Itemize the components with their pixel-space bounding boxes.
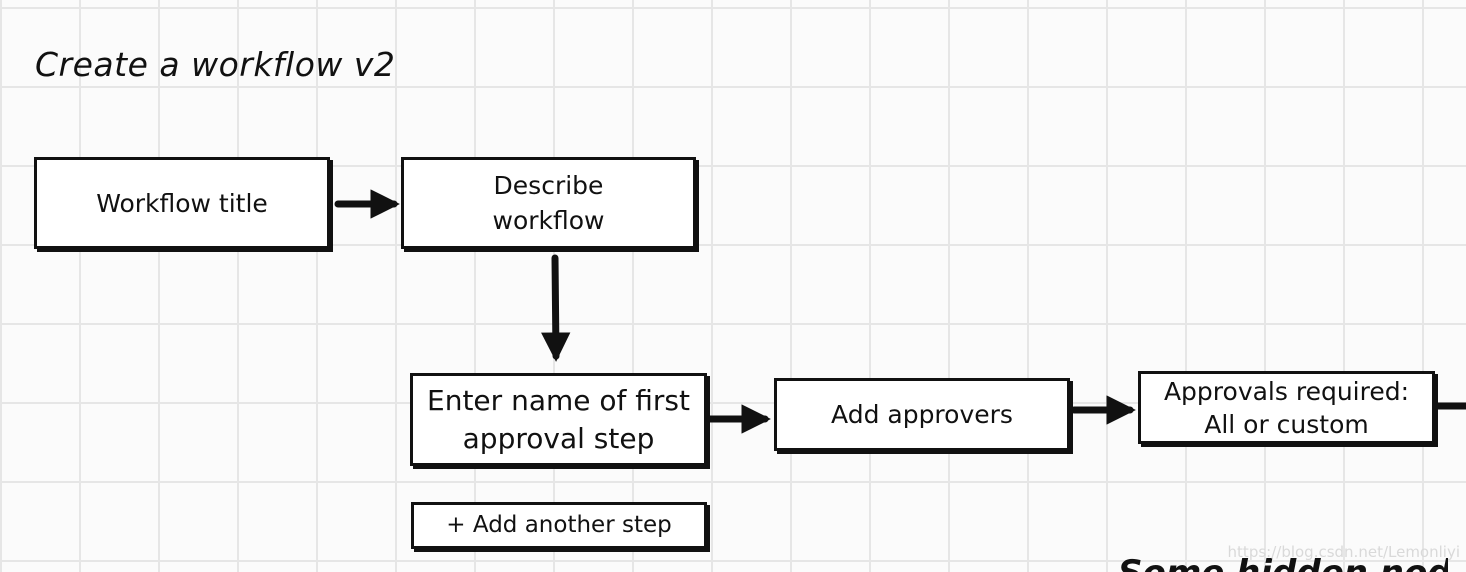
cutoff-heading: Some hidden node (1118, 553, 1448, 572)
describe-workflow-node[interactable]: Describe workflow (401, 157, 696, 249)
watermark: https://blog.csdn.net/Lemonliyi (1227, 543, 1460, 561)
arrow-describe-to-step (541, 254, 571, 362)
add-approvers-node[interactable]: Add approvers (774, 378, 1070, 451)
workflow-title-node[interactable]: Workflow title (34, 157, 330, 249)
approvals-required-node[interactable]: Approvals required: All or custom (1138, 371, 1435, 444)
add-another-step-button[interactable]: + Add another step (411, 502, 707, 549)
diagram-title: Create a workflow v2 (35, 45, 396, 84)
first-step-name-node[interactable]: Enter name of first approval step (410, 373, 707, 466)
